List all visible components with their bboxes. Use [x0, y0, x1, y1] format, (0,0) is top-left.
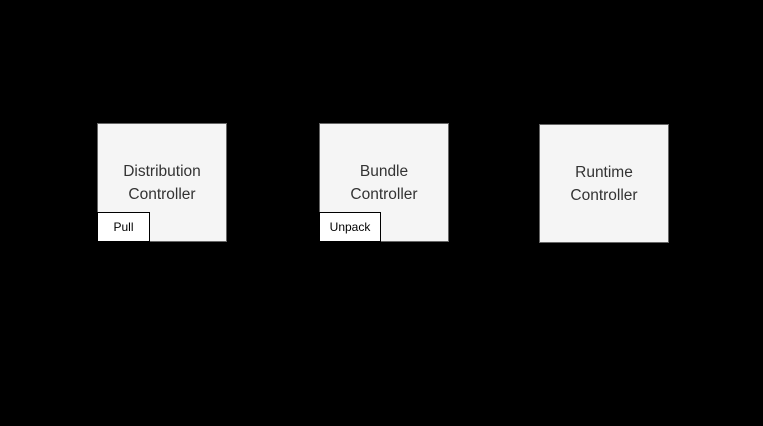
- node-runtime-controller-label: Runtime Controller: [570, 163, 638, 204]
- node-runtime-controller[interactable]: Runtime Controller: [539, 124, 669, 243]
- badge-unpack[interactable]: Unpack: [319, 212, 381, 242]
- badge-pull-label: Pull: [113, 220, 134, 234]
- node-bundle-controller[interactable]: Bundle Controller Unpack: [319, 123, 449, 242]
- badge-unpack-label: Unpack: [329, 220, 371, 234]
- node-distribution-controller-label: Distribution Controller: [123, 162, 201, 203]
- node-bundle-controller-label: Bundle Controller: [350, 162, 418, 203]
- node-distribution-controller[interactable]: Distribution Controller Pull: [97, 123, 227, 242]
- badge-pull[interactable]: Pull: [97, 212, 150, 242]
